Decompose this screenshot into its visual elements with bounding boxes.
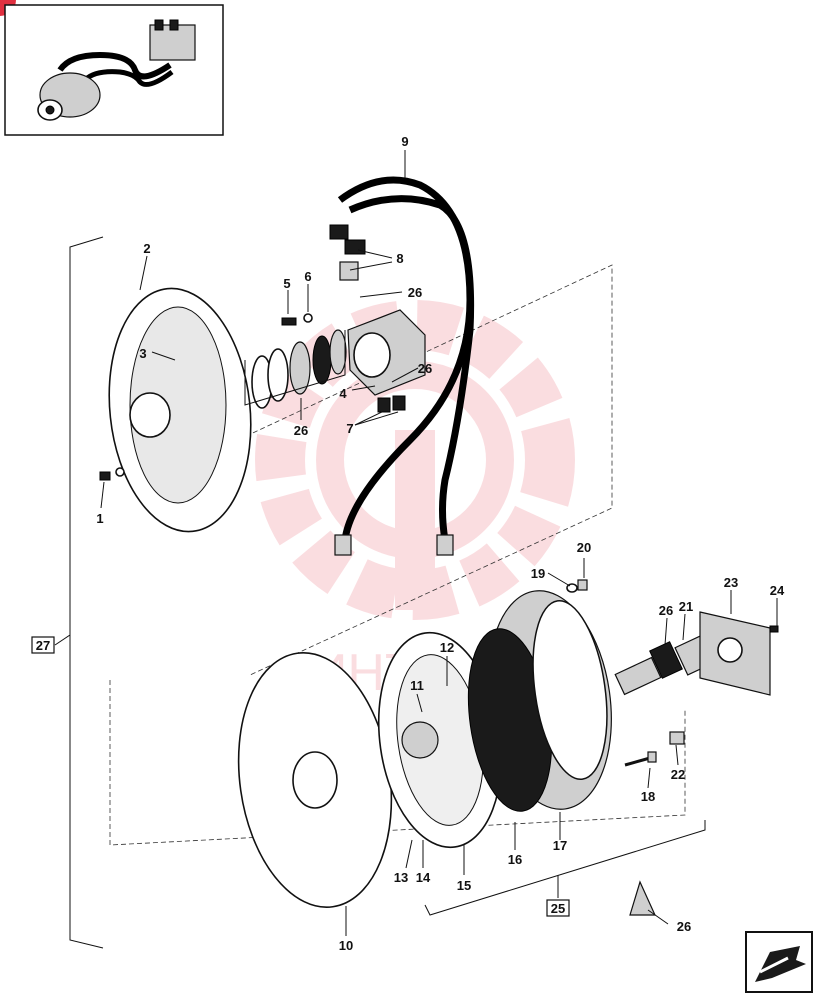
bracket-27: 27 — [31, 236, 104, 949]
callout-17: 17 — [553, 838, 567, 853]
callout-26d: 26 — [659, 603, 673, 618]
guide-lines — [109, 264, 686, 846]
callout-20: 20 — [577, 540, 591, 555]
assembly-label-25: 25 — [551, 901, 565, 916]
callout-26b: 26 — [418, 361, 432, 376]
callout-5: 5 — [283, 276, 290, 291]
callout-14: 14 — [416, 870, 431, 885]
bolt-18 — [624, 751, 657, 767]
callout-4: 4 — [339, 386, 347, 401]
next-page-arrow-icon[interactable] — [745, 931, 813, 993]
bracket-25: 25 — [424, 820, 706, 917]
nut-22 — [669, 731, 685, 745]
back-cover-plate — [108, 287, 252, 533]
callout-12: 12 — [440, 640, 454, 655]
callout-26e: 26 — [677, 919, 691, 934]
rotary-joint-housing — [347, 309, 426, 396]
callout-7: 7 — [346, 421, 353, 436]
leader-lines — [100, 150, 778, 936]
callout-15: 15 — [457, 878, 471, 893]
screw-1 — [99, 467, 125, 481]
callout-26a: 26 — [408, 285, 422, 300]
callout-1: 1 — [96, 511, 103, 526]
callout-13: 13 — [394, 870, 408, 885]
front-cover-disc — [237, 652, 393, 908]
callout-16: 16 — [508, 852, 522, 867]
seal-rings — [244, 329, 347, 409]
callouts: 2 3 1 5 6 9 8 26 26 4 7 26 20 19 23 24 2… — [96, 134, 785, 953]
callout-23: 23 — [724, 575, 738, 590]
callout-11: 11 — [410, 678, 424, 693]
tag-26 — [629, 880, 656, 916]
callout-19: 19 — [531, 566, 545, 581]
mounting-plate — [699, 611, 779, 696]
callout-9: 9 — [401, 134, 408, 149]
callout-26c: 26 — [294, 423, 308, 438]
callout-10: 10 — [339, 938, 353, 953]
callout-21: 21 — [679, 599, 693, 614]
reel-drum — [467, 590, 612, 812]
callout-8: 8 — [396, 251, 403, 266]
screw-5 — [281, 313, 313, 326]
callout-6: 6 — [304, 269, 311, 284]
callout-3: 3 — [139, 346, 146, 361]
washer-19-20 — [566, 579, 588, 593]
callout-22: 22 — [671, 767, 685, 782]
assembly-label-27: 27 — [36, 638, 50, 653]
callout-24: 24 — [770, 583, 785, 598]
inset-thumbnail — [4, 4, 224, 136]
callout-2: 2 — [143, 241, 150, 256]
hydraulic-hoses — [334, 176, 475, 556]
callout-18: 18 — [641, 789, 655, 804]
